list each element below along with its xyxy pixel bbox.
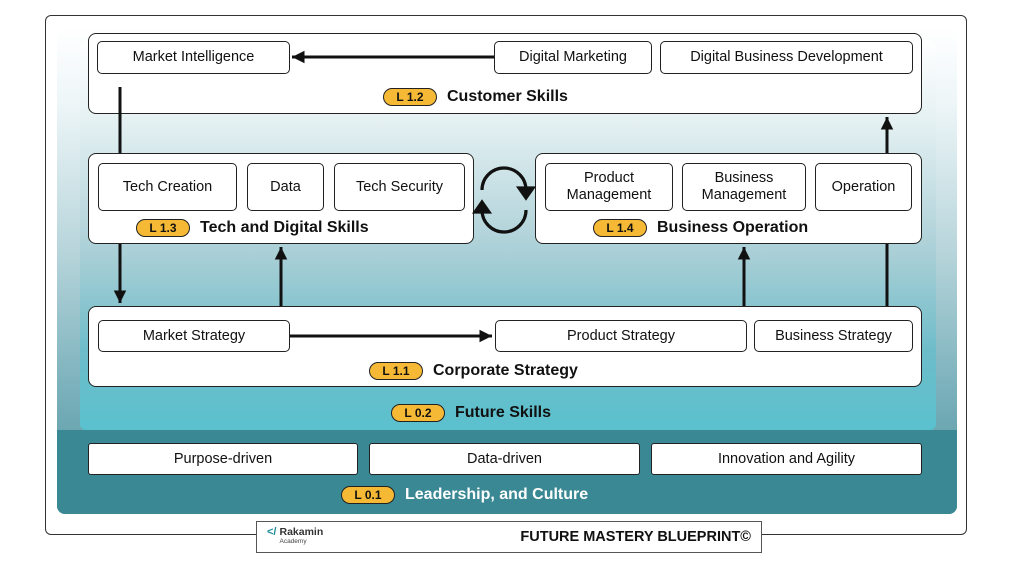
business-strategy-box: Business Strategy [754,320,913,352]
rakamin-logo: </ Rakamin Academy [267,526,323,546]
digital-business-development-box: Digital Business Development [660,41,913,74]
panel-title: Corporate Strategy [433,362,578,379]
market-intelligence-box: Market Intelligence [97,41,290,74]
data-driven-box: Data-driven [369,443,640,475]
tech-security-box: Tech Security [334,163,465,211]
level-badge: L 1.3 [136,219,190,237]
cycle-icon [471,166,537,234]
business-operation-title: L 1.4 Business Operation [593,219,808,237]
business-management-box: Business Management [682,163,806,211]
blueprint-title: FUTURE MASTERY BLUEPRINT© [520,529,751,545]
future-skills-title: L 0.2 Future Skills [391,404,551,422]
digital-marketing-box: Digital Marketing [494,41,652,74]
tech-creation-box: Tech Creation [98,163,237,211]
footer-bar: </ Rakamin Academy FUTURE MASTERY BLUEPR… [256,521,762,553]
innovation-agility-box: Innovation and Agility [651,443,922,475]
product-management-box: Product Management [545,163,673,211]
level-badge: L 1.1 [369,362,423,380]
market-strategy-box: Market Strategy [98,320,290,352]
tech-digital-skills-title: L 1.3 Tech and Digital Skills [136,219,369,237]
logo-name: Rakamin [279,526,324,538]
customer-skills-title: L 1.2 Customer Skills [383,88,568,106]
data-box: Data [247,163,324,211]
purpose-driven-box: Purpose-driven [88,443,358,475]
panel-title: Business Operation [657,219,809,236]
product-strategy-box: Product Strategy [495,320,747,352]
level-badge: L 0.1 [341,486,395,504]
logo-icon: </ [267,526,277,538]
band-title: Leadership, and Culture [405,486,589,503]
level-badge: L 1.4 [593,219,647,237]
corporate-strategy-title: L 1.1 Corporate Strategy [369,362,578,380]
leadership-culture-title: L 0.1 Leadership, and Culture [341,486,588,504]
level-badge: L 1.2 [383,88,437,106]
panel-title: Customer Skills [447,88,568,105]
level-badge: L 0.2 [391,404,445,422]
operation-box: Operation [815,163,912,211]
panel-title: Tech and Digital Skills [200,219,369,236]
logo-subtitle: Academy [279,538,307,545]
band-title: Future Skills [455,404,552,421]
